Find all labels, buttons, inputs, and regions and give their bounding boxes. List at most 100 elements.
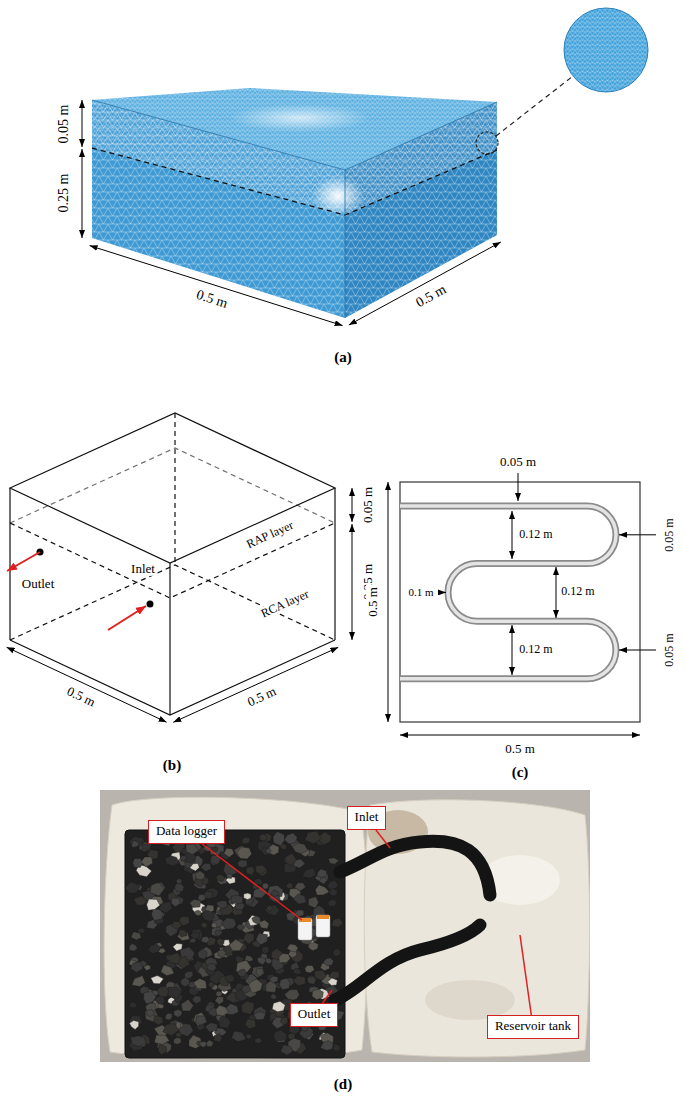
gravel-stone: [132, 841, 139, 848]
gravel-stone: [198, 949, 207, 960]
gravel-stone: [131, 1036, 146, 1047]
leader-line: [323, 990, 332, 1003]
gravel-stone: [200, 1041, 207, 1047]
gravel-stone: [214, 1034, 222, 1042]
callout-box: Reservoir tank: [487, 1015, 579, 1039]
gravel-stone: [138, 928, 145, 933]
gravel-stone: [151, 909, 163, 921]
flow-arrow: [108, 606, 146, 630]
dimension-arrow: [388, 482, 389, 722]
dimension-label: 0.12 m: [517, 643, 554, 656]
gravel-stone: [144, 965, 151, 971]
callout-box: Data logger: [148, 820, 225, 844]
gravel-stone: [216, 991, 223, 997]
gravel-stone: [241, 1001, 254, 1015]
gravel-stone: [246, 1034, 252, 1039]
gravel-stone: [215, 997, 224, 1005]
mesh-lines: [564, 8, 648, 92]
gravel-stone: [262, 883, 269, 889]
block-edge: [345, 170, 346, 318]
dimension-label: 0.05 m: [361, 485, 375, 525]
dimension-label: 0.5 m: [412, 281, 451, 312]
dimension-label: 0.1 m: [406, 586, 435, 598]
port-label: Inlet: [129, 562, 157, 576]
gravel-stone: [178, 929, 187, 937]
gravel-stone: [151, 976, 164, 984]
dimension-label: 0.05 m: [498, 455, 538, 469]
gravel-stone: [331, 918, 343, 927]
gravel-stone: [292, 843, 308, 854]
gravel-stone: [195, 871, 205, 880]
gravel-stone: [302, 868, 316, 878]
layer-label: RAP layer: [243, 518, 298, 552]
gravel-stone: [328, 858, 339, 865]
leader-line: [202, 844, 302, 920]
gravel-stone: [130, 1020, 139, 1029]
zoom-circle: [564, 8, 648, 92]
dimension-label: 0.05 m: [663, 516, 676, 553]
mesh-block: [92, 8, 648, 318]
gravel-stone: [269, 1012, 276, 1019]
gravel-stone: [146, 1009, 155, 1016]
gravel-stone: [245, 1019, 256, 1029]
gravel-stone: [328, 900, 337, 907]
gravel-stone: [154, 1034, 169, 1045]
gravel-stone: [154, 1015, 164, 1025]
gravel-stone: [232, 1031, 247, 1042]
gravel-stone: [329, 889, 338, 897]
callout-text: Data logger: [155, 823, 218, 839]
gravel-stone: [216, 1005, 229, 1016]
gravel-stone: [229, 939, 244, 951]
gravel-stone: [279, 953, 290, 962]
logger-band: [317, 915, 329, 919]
leader-lines: [202, 830, 531, 1015]
gravel-stone: [206, 1040, 214, 1047]
gravel-stone: [201, 863, 212, 871]
gravel-stone: [256, 968, 264, 976]
gravel-stone: [204, 891, 213, 899]
gravel-stone: [190, 864, 200, 872]
gravel-stone: [190, 933, 199, 939]
gravel-stone: [155, 996, 165, 1005]
gravel-stone: [180, 856, 187, 861]
dimension-arrow: [400, 735, 640, 736]
logger: [316, 915, 330, 937]
photo: [100, 790, 590, 1062]
panel-label: (a): [332, 349, 354, 366]
gravel-stone: [248, 915, 260, 925]
gravel-stone: [328, 978, 338, 985]
gravel-stone: [207, 964, 217, 971]
gravel-stone: [161, 965, 174, 976]
gravel-stone: [150, 883, 164, 896]
gravel-stone: [237, 847, 252, 859]
zoom-marker: [476, 132, 498, 154]
dimension-arrow: [556, 567, 557, 618]
box-edge: [10, 413, 335, 563]
gravel-stone: [265, 958, 272, 964]
gravel-stone: [129, 836, 143, 848]
gravel-stone: [225, 975, 235, 983]
gravel-stone: [174, 1009, 182, 1017]
dimension-label: 0.5 m: [366, 585, 380, 619]
gravel-stone: [148, 944, 161, 954]
gravel-stone: [143, 992, 156, 1005]
flow-arrow: [7, 552, 40, 571]
dimension-label: 0.25 m: [56, 172, 71, 215]
callout-text: Inlet: [354, 809, 379, 825]
gravel-stone: [219, 1016, 231, 1029]
dimension-label: 0.5 m: [503, 742, 537, 756]
dimension-label: 0.05 m: [663, 631, 676, 668]
dimension-arrow: [438, 592, 446, 593]
gravel-stone: [254, 1012, 266, 1020]
gravel-stone: [287, 944, 298, 952]
gravel-stone: [244, 893, 251, 900]
dimension-label: 0.12 m: [559, 585, 596, 598]
gravel-stone: [175, 884, 185, 892]
insulation: [104, 797, 368, 1058]
gravel-stone: [174, 1038, 182, 1045]
box-edge: [169, 563, 170, 715]
hidden-edge: [10, 565, 335, 640]
inlet-hose: [340, 841, 490, 895]
